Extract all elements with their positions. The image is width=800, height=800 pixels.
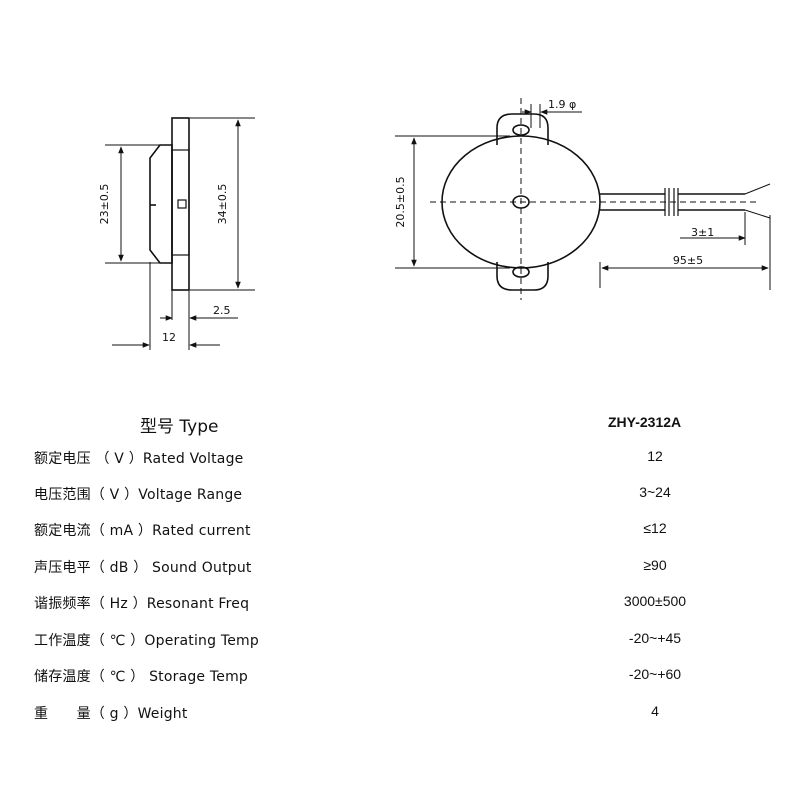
spec-label: 谐振频率（ Hz ）Resonant Freq [34, 596, 250, 612]
spec-label: 额定电压 （ V ）Rated Voltage [34, 451, 244, 467]
spec-row: 重 量（ g ）Weight 4 [0, 703, 800, 727]
spec-row: 谐振频率（ Hz ）Resonant Freq 3000±500 [0, 593, 800, 617]
spec-value: 3000±500 [623, 593, 687, 609]
dim-hole: 1.9 φ [548, 98, 576, 111]
spec-value: 12 [647, 448, 663, 464]
spec-value: 4 [651, 703, 659, 719]
spec-row: 储存温度（ ℃ ） Storage Temp -20~+60 [0, 666, 800, 690]
spec-value: ≥90 [643, 557, 667, 573]
side-view [105, 117, 255, 350]
spec-row: 工作温度（ ℃ ）Operating Temp -20~+45 [0, 630, 800, 654]
mounting-ear-bottom [496, 262, 549, 291]
dim-height-body: 23±0.5 [98, 184, 111, 225]
model-number: ZHY-2312A [608, 414, 682, 430]
spec-label: 电压范围（ V ）Voltage Range [34, 487, 243, 503]
spec-value: 3~24 [639, 484, 671, 500]
spec-label: 储存温度（ ℃ ） Storage Temp [34, 669, 249, 685]
spec-label: 声压电平（ dB ） Sound Output [34, 560, 252, 576]
dim-lead: 95±5 [673, 254, 703, 267]
spec-label: 重 量（ g ）Weight [34, 706, 188, 722]
dim-diameter: 20.5±0.5 [394, 176, 407, 227]
spec-row: 声压电平（ dB ） Sound Output ≥90 [0, 557, 800, 581]
top-view [395, 98, 771, 300]
spec-table-title: 型号 Type [140, 417, 219, 437]
mounting-ear-top [496, 113, 549, 145]
spec-label: 工作温度（ ℃ ）Operating Temp [34, 633, 259, 649]
spec-value: -20~+60 [628, 666, 682, 682]
dim-strip: 3±1 [691, 226, 714, 239]
spec-row: 额定电压 （ V ）Rated Voltage 12 [0, 448, 800, 472]
spec-value: ≤12 [643, 520, 667, 536]
spec-label: 额定电流（ mA ）Rated current [34, 523, 251, 539]
spec-row: 额定电流（ mA ）Rated current ≤12 [0, 520, 800, 544]
dim-flange: 2.5 [213, 304, 231, 317]
spec-row: 电压范围（ V ）Voltage Range 3~24 [0, 484, 800, 508]
dim-width: 12 [162, 331, 176, 344]
dim-height-total: 34±0.5 [216, 184, 229, 225]
spec-value: -20~+45 [628, 630, 682, 646]
